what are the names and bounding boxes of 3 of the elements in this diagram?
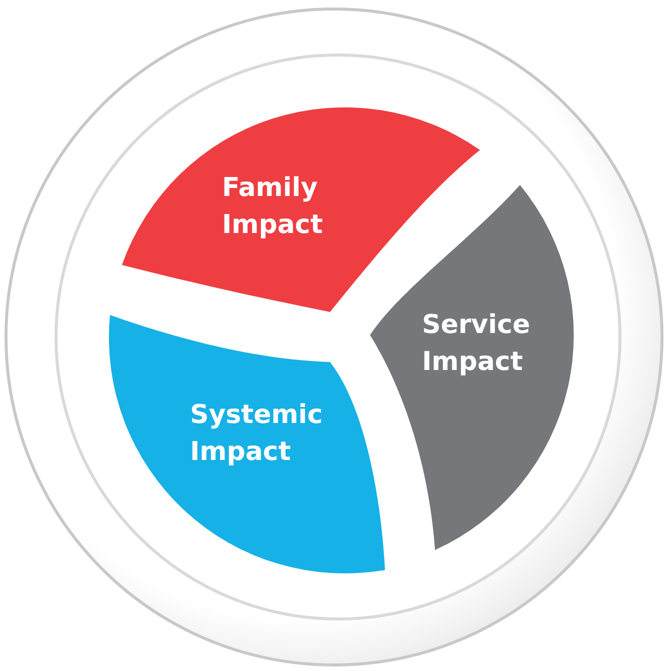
segment-label: Family Impact [222, 172, 324, 242]
segment-label: Service Impact [422, 309, 532, 379]
segment-label: Systemic Impact [190, 399, 320, 469]
